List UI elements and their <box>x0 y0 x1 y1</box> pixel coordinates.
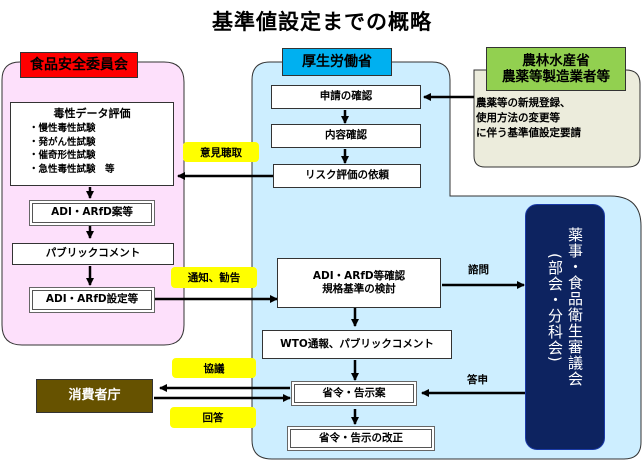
council-box: 薬事・食品衛生審議会 (部会・分科会) <box>525 204 605 450</box>
toxicity-item: ・催奇形性試験 <box>29 150 96 161</box>
adi-check-line1: ADI・ARfD等確認 <box>312 269 406 282</box>
council-name: 薬事・食品衛生審議会 <box>566 227 584 387</box>
page-title: 基準値設定までの概略 <box>212 10 432 34</box>
maff-header: 農林水産省 農薬等製造業者等 <box>486 47 626 91</box>
request-risk-assessment-box: リスク評価の依頼 <box>273 164 421 188</box>
toxicity-heading: 毒性データ評価 <box>53 107 131 120</box>
council-subname: (部会・分科会) <box>546 253 564 363</box>
caa-box: 消費者庁 <box>36 379 153 413</box>
reply-tag: 回答 <box>170 407 256 428</box>
confirm-application-box: 申請の確認 <box>271 85 421 109</box>
report-label: 答申 <box>467 374 488 386</box>
wto-public-comment-box: WTO通報、パブリックコメント <box>262 330 452 359</box>
mhlw-header: 厚生労働省 <box>282 48 392 76</box>
toxicity-item: ・慢性毒性試験 <box>29 123 96 134</box>
consultation-tag: 協議 <box>172 358 256 378</box>
notice-tag: 通知、勧告 <box>171 267 257 288</box>
hearing-tag: 意見聴取 <box>183 142 259 162</box>
adi-check-line2: 規格基準の検討 <box>322 283 396 295</box>
maff-request-line: 農薬等の新規登録、 <box>476 97 571 109</box>
adi-check-box: ADI・ARfD等確認 規格基準の検討 <box>277 258 441 308</box>
ordinance-revision-box: 省令・告示の改正 <box>288 427 434 450</box>
adi-set-box: ADI・ARfD設定等 <box>30 288 154 312</box>
toxicity-item: ・急性毒性試験 等 <box>29 163 115 175</box>
toxicity-item: ・発がん性試験 <box>29 136 96 148</box>
confirm-content-box: 内容確認 <box>271 124 421 148</box>
maff-header-line2: 農薬等製造業者等 <box>502 69 610 85</box>
fsc-public-comment-box: パブリックコメント <box>12 243 174 265</box>
adi-draft-box: ADI・ARfD案等 <box>30 201 154 225</box>
maff-header-line1: 農林水産省 <box>522 52 590 69</box>
maff-request-text: 農薬等の新規登録、 使用方法の変更等 に伴う基準値設定要請 <box>476 96 581 141</box>
draft-ordinance-box: 省令・告示案 <box>292 382 416 405</box>
maff-request-line: に伴う基準値設定要請 <box>476 127 581 139</box>
maff-region <box>473 69 641 168</box>
maff-request-line: 使用方法の変更等 <box>476 112 560 124</box>
consult-label: 諮問 <box>468 264 489 276</box>
fsc-header: 食品安全委員会 <box>20 52 138 78</box>
toxicity-evaluation-box: 毒性データ評価 ・慢性毒性試験 ・発がん性試験 ・催奇形性試験 ・急性毒性試験 … <box>10 102 174 186</box>
